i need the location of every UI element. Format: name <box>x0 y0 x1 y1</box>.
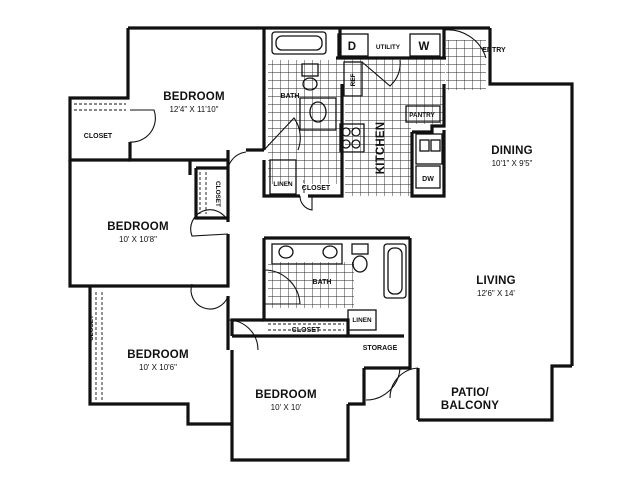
living-dimensions: 12'6" X 14' <box>477 289 515 298</box>
bath-bottom-label: BATH <box>313 279 332 286</box>
bedroom-left-label: BEDROOM <box>107 221 168 233</box>
linen-top-label: LINEN <box>273 181 293 188</box>
closet-rods <box>74 103 344 400</box>
utility-label: UTILITY <box>376 44 401 51</box>
dryer-label: D <box>348 41 357 53</box>
bedroom-bottom-left-dimensions: 10' X 10'6" <box>139 363 177 372</box>
bedroom-left-dimensions: 10' X 10'8" <box>119 235 157 244</box>
closet-left-top-label: CLOSET <box>84 133 113 140</box>
door-swings <box>129 29 487 401</box>
bedroom-top-label: BEDROOM <box>163 91 224 103</box>
walls <box>68 26 574 462</box>
bath-top-label: BATH <box>281 93 300 100</box>
kitchen-label: KITCHEN <box>375 122 387 175</box>
bedroom-top-dimensions: 12'4" X 11'10" <box>169 105 218 114</box>
closet-vertical-label: CLOSET <box>214 181 221 207</box>
washer-label: W <box>418 41 429 53</box>
dishwasher-label: DW <box>422 176 434 183</box>
refrigerator-label: REF <box>350 74 357 87</box>
pantry-label: PANTRY <box>409 112 435 119</box>
bedroom-bottom-left-label: BEDROOM <box>127 349 188 361</box>
linen-bottom-label: LINEN <box>352 317 372 324</box>
closet-hall-label: CLOSET <box>302 185 331 192</box>
living-label: LIVING <box>476 275 516 287</box>
bedroom-bottom-dimensions: 10' X 10' <box>271 403 302 412</box>
bedroom-bottom-label: BEDROOM <box>255 389 316 401</box>
closet-bottom-label: CLOSET <box>292 327 321 334</box>
patio-label-line1: PATIO/ <box>451 387 489 399</box>
dining-dimensions: 10'1" X 9'5" <box>492 159 533 168</box>
closet-left-bottom-label: CLOSET <box>88 315 95 341</box>
dining-label: DINING <box>491 145 532 157</box>
room-labels: BEDROOM 12'4" X 11'10" BEDROOM 10' X 10'… <box>84 41 533 412</box>
fixtures <box>269 31 443 331</box>
storage-label: STORAGE <box>363 345 398 352</box>
entry-label: ENTRY <box>482 47 506 54</box>
patio-label-line2: BALCONY <box>441 400 499 412</box>
